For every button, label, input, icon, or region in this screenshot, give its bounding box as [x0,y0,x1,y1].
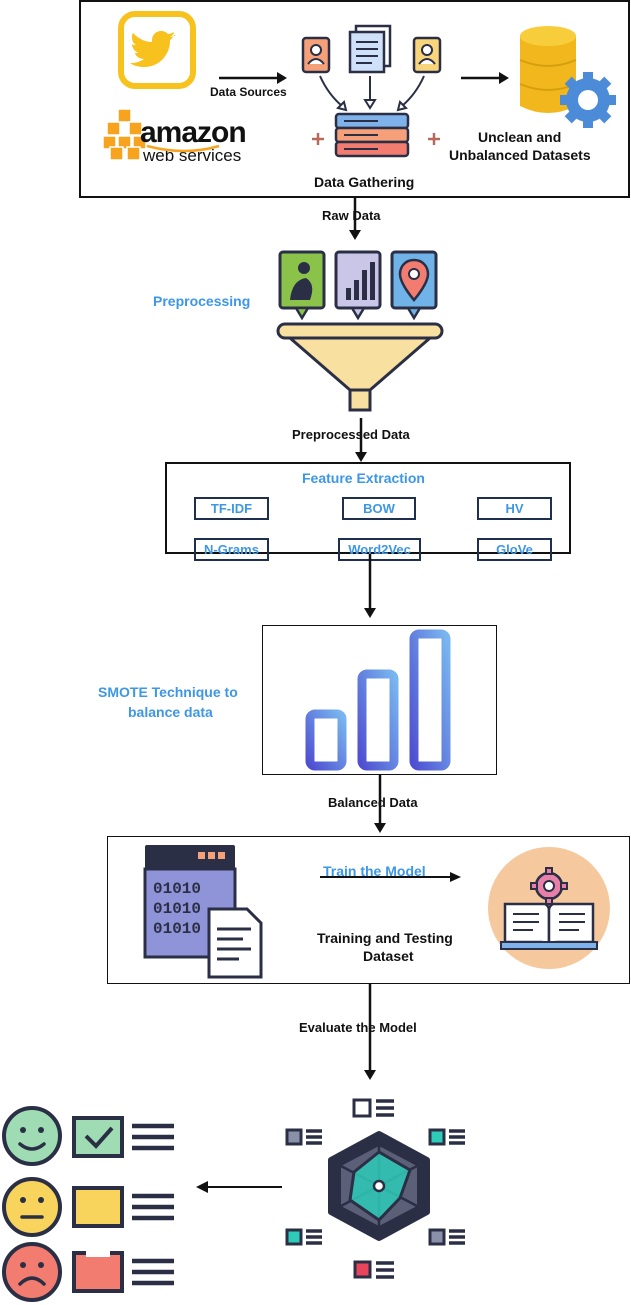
preprocessing-funnel-icon [276,250,444,412]
evaluate-arrow [364,984,376,1080]
smote-box [262,625,497,775]
radar-evaluation-icon [285,1098,465,1279]
evaluate-label: Evaluate the Model [299,1020,417,1035]
unclean-label-line1: Unclean and [478,129,562,145]
training-testing-line1: Training and Testing [317,930,453,946]
sentiment-results-icon [2,1106,174,1302]
amazon-wordmark: amazon [140,116,247,149]
data-gathering-label: Data Gathering [314,174,415,190]
model-book-gear-icon [488,847,610,969]
feature-tfidf: TF-IDF [194,497,269,520]
to-datasets-arrow [461,72,509,84]
aws-cubes-icon [102,108,147,161]
training-testing-line2: Dataset [363,948,414,964]
feature-extraction-title: Feature Extraction [302,470,425,486]
database-gear-icon [519,26,616,128]
unclean-label-line2: Unbalanced Datasets [449,147,591,163]
data-sources-label: Data Sources [210,85,287,99]
feature-word2vec: Word2Vec [338,538,421,561]
train-model-label: Train the Model [323,863,426,879]
feature-ngrams: N-Grams [194,538,269,561]
raw-data-arrow [349,198,361,240]
feature-glove: GloVe [477,538,552,561]
svg-text:01010: 01010 [153,880,201,898]
smote-label-line1: SMOTE Technique to [98,684,238,700]
raw-data-label: Raw Data [322,208,381,223]
binary-dataset-icon: 01010 01010 01010 [143,845,263,979]
feature-hv: HV [477,497,552,520]
twitter-logo-icon [118,11,196,89]
train-arrow [320,872,461,882]
balanced-data-arrow [374,775,386,833]
preprocessing-label: Preprocessing [153,293,251,309]
preprocessed-data-arrow [355,418,367,462]
preprocessed-data-label: Preprocessed Data [292,427,410,442]
data-sources-arrow [219,72,287,84]
svg-text:01010: 01010 [153,920,201,938]
to-smote-arrow [364,554,376,618]
smote-label-line2: balance data [128,704,213,720]
balanced-bars-icon [305,629,451,771]
to-results-arrow [196,1181,282,1193]
svg-text:01010: 01010 [153,900,201,918]
balanced-data-label: Balanced Data [328,795,418,810]
feature-bow: BOW [342,497,416,520]
amazon-smile-icon [146,144,220,153]
data-gathering-icon [301,24,442,158]
